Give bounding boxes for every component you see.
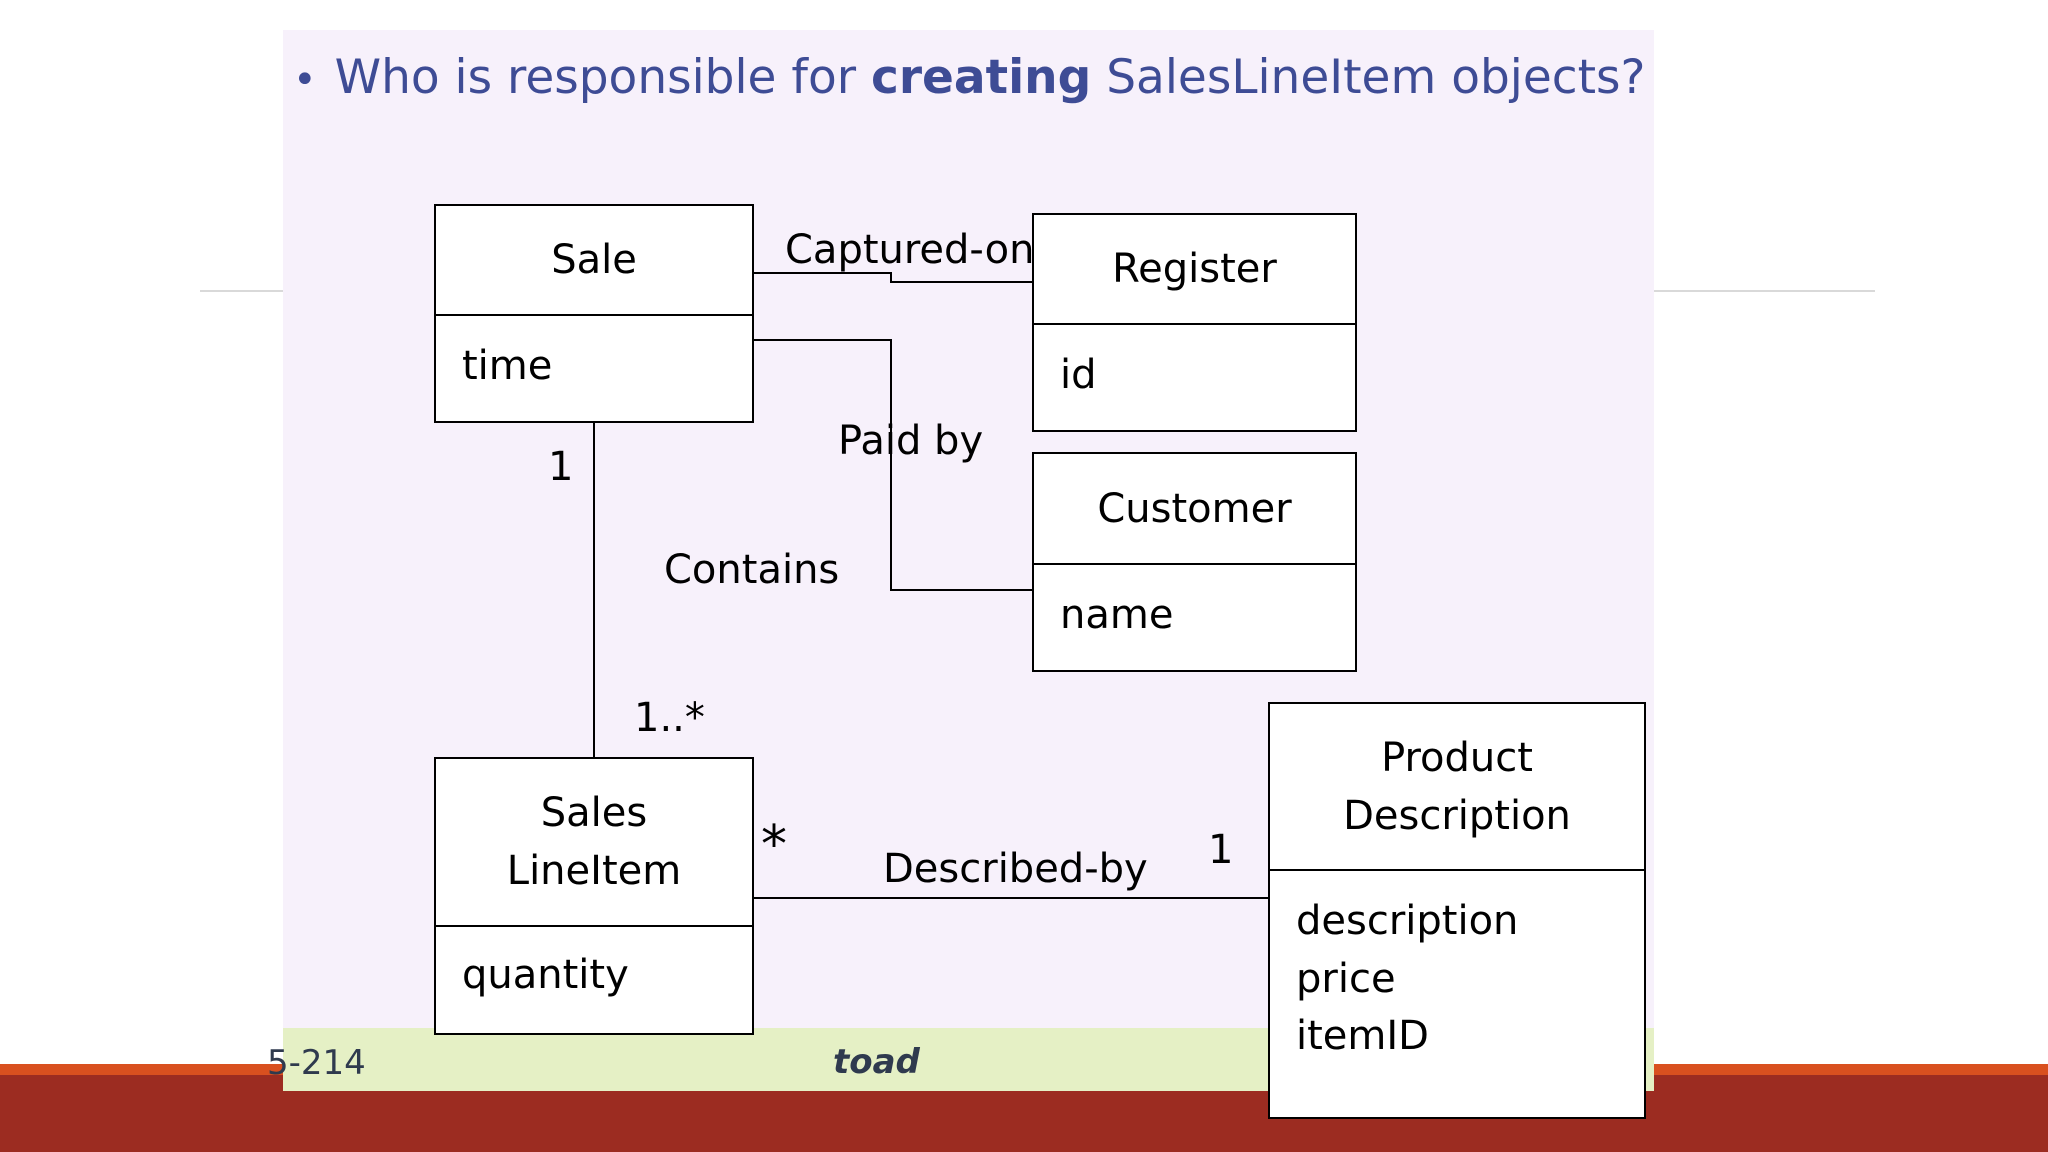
class-register-name: Register <box>1034 215 1355 325</box>
multiplicity-described-product-end: 1 <box>1208 827 1234 873</box>
slide-question: • Who is responsible for creating SalesLi… <box>293 50 1645 105</box>
class-product-description-attribute: description <box>1296 898 1519 944</box>
captured-on-line <box>753 272 1033 283</box>
class-customer-attribute: name <box>1060 592 1174 638</box>
multiplicity-sale-end: 1 <box>548 444 574 490</box>
slide-footer-title: toad <box>833 1042 920 1082</box>
paid-by-label: Paid by <box>838 418 984 464</box>
association-lines <box>593 272 1268 899</box>
class-customer: Customer name <box>1032 452 1357 672</box>
question-text-start: Who is responsible for <box>334 50 871 105</box>
class-sales-line-item-attribute: quantity <box>462 952 629 998</box>
class-product-description: Product Description description price it… <box>1268 702 1646 1119</box>
class-sales-line-item-name-line: LineItem <box>506 848 682 894</box>
class-sale-attribute: time <box>462 343 553 389</box>
class-product-description-attributes: description price itemID <box>1270 871 1644 1066</box>
slide-image: •Who is responsible for creating SalesLi… <box>267 30 1654 1119</box>
class-product-description-attribute: price <box>1296 955 1396 1002</box>
multiplicity-item-end: 1..* <box>634 695 705 741</box>
header-rule-right <box>1654 290 1875 292</box>
class-sales-line-item-name-line: Sales <box>540 790 648 836</box>
class-sale-name: Sale <box>436 206 752 316</box>
class-register: Register id <box>1032 213 1357 432</box>
class-register-attribute: id <box>1060 352 1097 398</box>
class-product-description-name-line: Description <box>1343 792 1571 839</box>
class-register-attributes: id <box>1034 325 1355 404</box>
question-emphasis: creating <box>870 50 1092 105</box>
class-product-description-name-line: Product <box>1381 734 1533 781</box>
described-by-label: Described-by <box>883 846 1148 892</box>
class-product-description-name: Product Description <box>1270 704 1644 871</box>
bullet-icon: • <box>293 57 317 103</box>
class-sales-line-item: Sales LineItem quantity <box>434 757 754 1035</box>
class-product-description-attribute: itemID <box>1296 1013 1429 1060</box>
question-text-end: SalesLineItem objects? <box>1091 50 1646 105</box>
slide-page-number: 5-214 <box>267 1043 366 1083</box>
contains-label: Contains <box>664 547 840 593</box>
class-sales-line-item-name: Sales LineItem <box>436 759 752 927</box>
multiplicity-described-item-end: * <box>761 815 787 875</box>
paid-by-line <box>753 339 1033 591</box>
captured-on-label: Captured-on <box>785 227 1035 273</box>
class-sale: Sale time <box>434 204 754 423</box>
header-rule-left <box>200 290 283 292</box>
class-customer-name: Customer <box>1034 454 1355 565</box>
class-customer-attributes: name <box>1034 565 1355 644</box>
class-sale-attributes: time <box>436 316 752 395</box>
class-sales-line-item-attributes: quantity <box>436 927 752 1004</box>
